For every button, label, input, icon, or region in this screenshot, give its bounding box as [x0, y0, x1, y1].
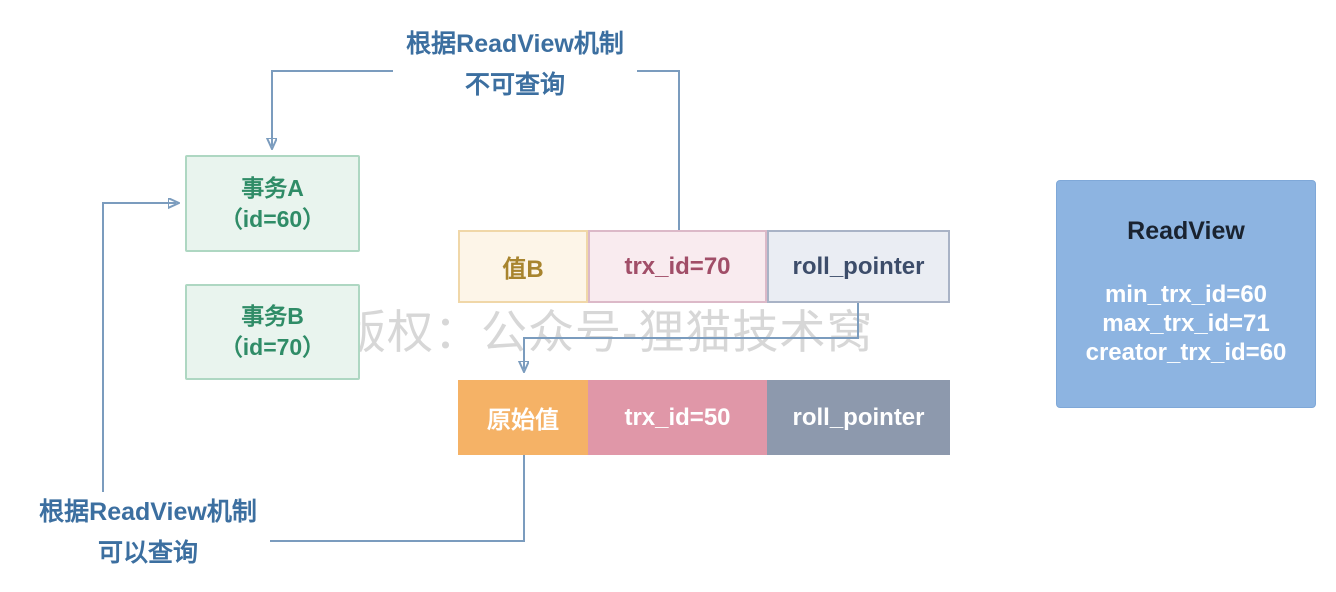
annotation-not-queryable-line2: 不可查询	[464, 71, 565, 99]
watermark-text: 版权：公众号-狸猫技术窝	[340, 306, 874, 358]
undo-version-trx-id-cell: trx_id=50	[588, 380, 767, 455]
undo-version-roll-pointer-cell: roll_pointer	[767, 380, 950, 455]
annotation-queryable-line2: 可以查询	[97, 539, 198, 567]
annotation-queryable: 根据ReadView机制 可以查询	[26, 492, 270, 574]
transaction-a-id: （id=60）	[219, 205, 326, 232]
readview-fields: min_trx_id=60 max_trx_id=71 creator_trx_…	[1086, 280, 1287, 367]
readview-min-trx-id: min_trx_id=60	[1104, 281, 1268, 308]
current-version-roll-pointer-cell: roll_pointer	[767, 230, 950, 303]
transaction-b-box: 事务B （id=70）	[185, 284, 360, 380]
undo-version-value-cell: 原始值	[458, 380, 588, 455]
transaction-b-id: （id=70）	[219, 334, 326, 360]
readview-creator-trx-id: creator_trx_id=60	[1085, 339, 1287, 366]
readview-max-trx-id: max_trx_id=71	[1102, 310, 1270, 337]
transaction-a-title: 事务A	[241, 174, 304, 201]
current-version-trx-id-cell: trx_id=70	[588, 230, 767, 303]
transaction-b-title: 事务B	[241, 303, 304, 329]
readview-panel: ReadView min_trx_id=60 max_trx_id=71 cre…	[1056, 180, 1316, 408]
annotation-not-queryable: 根据ReadView机制 不可查询	[393, 24, 637, 106]
connector-queryable-up	[102, 203, 176, 498]
readview-title: ReadView	[1127, 217, 1245, 245]
annotation-queryable-line1: 根据ReadView机制	[39, 498, 257, 526]
transaction-a-box: 事务A （id=60）	[185, 155, 360, 252]
annotation-not-queryable-line1: 根据ReadView机制	[406, 30, 624, 58]
current-version-value-cell: 值B	[458, 230, 588, 303]
